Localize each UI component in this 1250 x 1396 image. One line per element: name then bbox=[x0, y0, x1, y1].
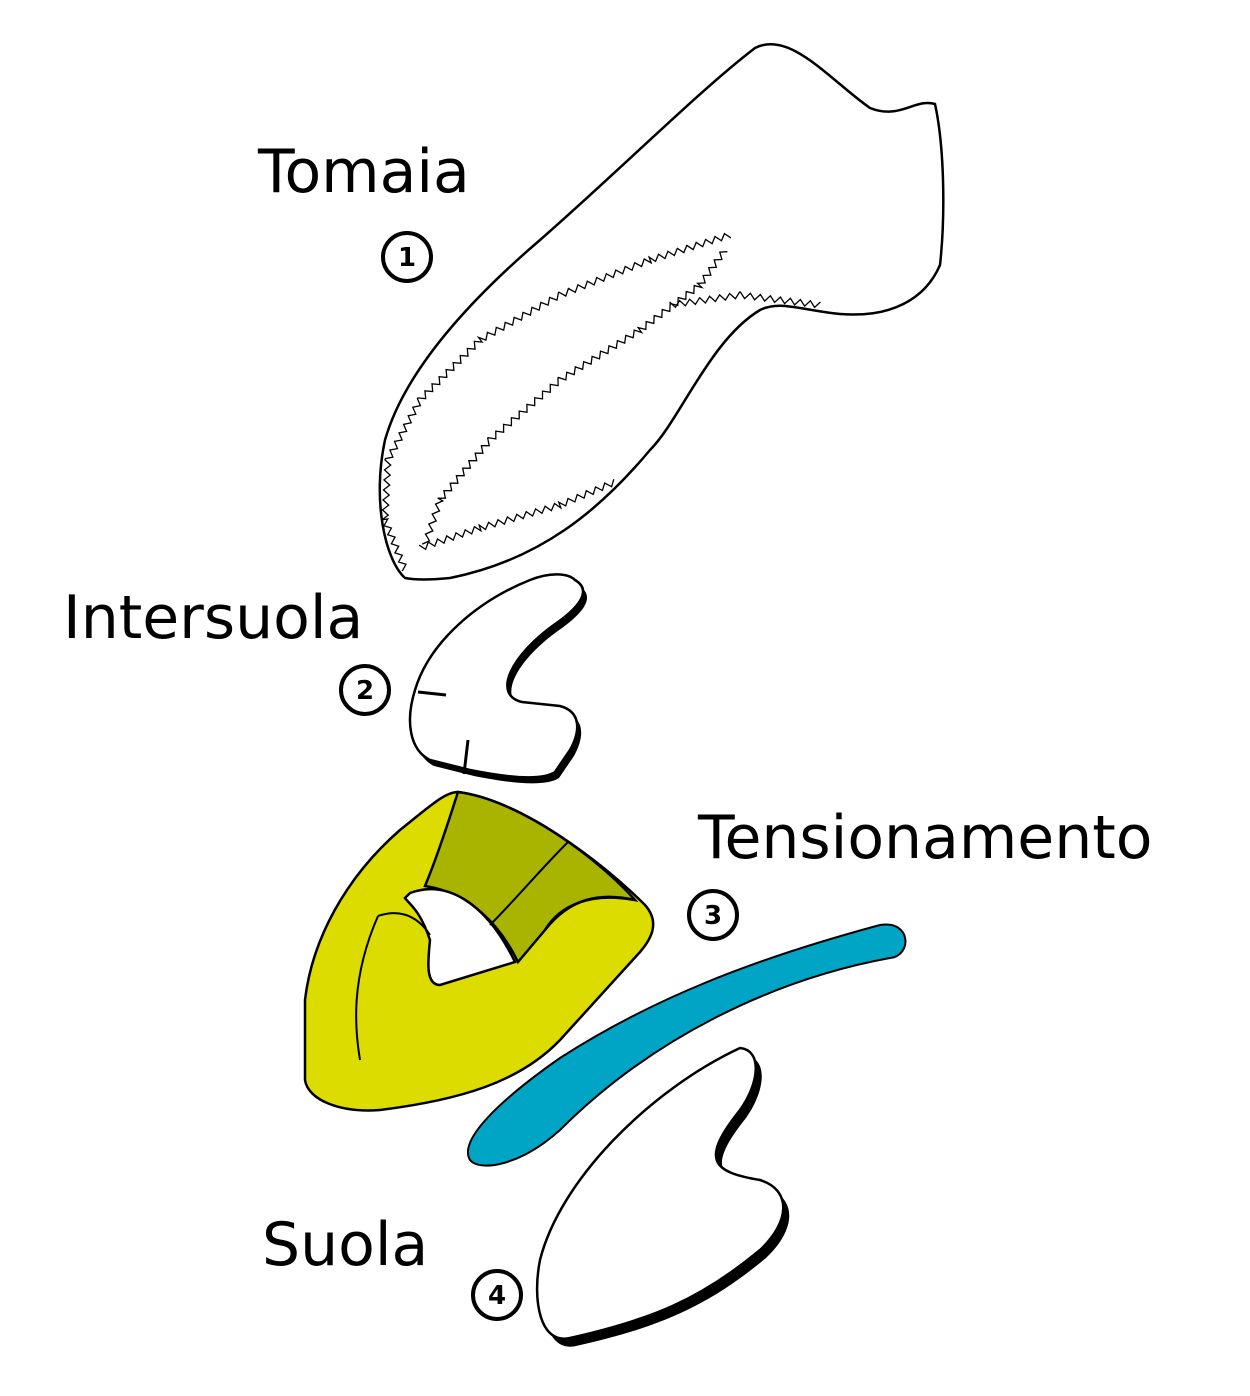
stitch-line bbox=[669, 291, 821, 309]
number-badge-4: 4 bbox=[471, 1269, 523, 1321]
svg-text:3: 3 bbox=[704, 901, 722, 931]
upper-stitching bbox=[381, 232, 821, 572]
outsole-part bbox=[535, 1046, 790, 1347]
label-upper: Tomaia bbox=[257, 137, 470, 207]
midsole-part bbox=[408, 573, 588, 784]
label-midsole: Intersuola bbox=[63, 583, 363, 653]
midsole-outline bbox=[408, 573, 585, 779]
svg-text:2: 2 bbox=[356, 676, 374, 706]
svg-text:4: 4 bbox=[488, 1281, 506, 1311]
upper-part bbox=[378, 42, 945, 581]
number-badge-3: 3 bbox=[687, 889, 739, 941]
stitch-line bbox=[421, 251, 728, 545]
number-badge-2: 2 bbox=[339, 664, 391, 716]
label-tension: Tensionamento bbox=[697, 803, 1152, 873]
number-badge-1: 1 bbox=[381, 231, 433, 283]
tension-strip bbox=[467, 923, 907, 1167]
svg-text:1: 1 bbox=[398, 243, 416, 273]
label-outsole: Suola bbox=[262, 1210, 428, 1280]
stitch-line bbox=[418, 479, 615, 551]
stitch-line bbox=[381, 232, 732, 572]
heel-counter-part bbox=[303, 790, 655, 1112]
outsole-outline bbox=[535, 1046, 785, 1340]
